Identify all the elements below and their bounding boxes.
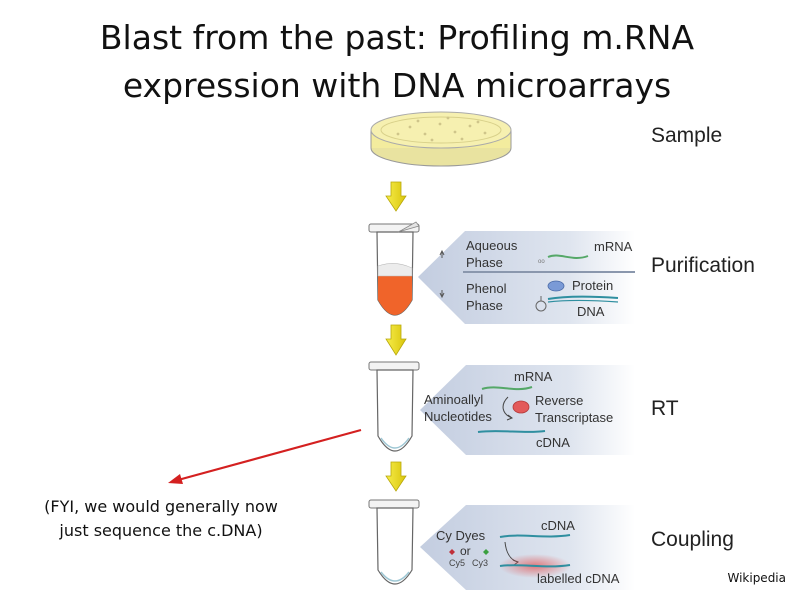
dna-strand <box>547 295 619 300</box>
mrna-strand <box>547 254 589 259</box>
yellow-down-arrow-1 <box>385 181 407 212</box>
fyi-note-line-1: (FYI, we would generally now <box>44 497 278 516</box>
cdna-label-coupling: cDNA <box>541 518 575 533</box>
step-label-coupling: Coupling <box>651 528 734 551</box>
phenol-label-1: Phenol <box>466 281 507 296</box>
aminoallyl-label-2: Nucleotides <box>424 409 492 424</box>
cdna-label-rt: cDNA <box>536 435 570 450</box>
cy5-label: Cy5 <box>449 558 465 568</box>
phenol-molecule-icon <box>535 296 547 312</box>
reverse-transcriptase-blob <box>512 400 530 414</box>
red-annotation-arrow <box>168 428 362 484</box>
slide-title: Blast from the past: Profiling m.RNA exp… <box>0 14 794 110</box>
rt-panel: mRNA Aminoallyl Nucleotides Reverse Tran… <box>420 365 635 455</box>
tube-coupling <box>368 499 420 585</box>
step-label-sample: Sample <box>651 124 723 147</box>
aminoallyl-label-1: Aminoallyl <box>424 392 483 407</box>
yellow-down-arrow-2 <box>385 324 407 356</box>
cy-dyes-label: Cy Dyes <box>436 528 486 543</box>
title-line-1: Blast from the past: Profiling m.RNA <box>99 18 695 57</box>
credit-wikipedia: Wikipedia <box>727 571 786 585</box>
or-label: or <box>460 544 471 558</box>
tube-rt <box>368 361 420 452</box>
protein-blob <box>547 280 565 292</box>
phenol-label-2: Phase <box>466 298 503 313</box>
cy5-dye-icon <box>449 549 455 555</box>
purification-panel: Aqueous Phase Phenol Phase mRNA oo Prote… <box>418 231 635 324</box>
protein-label: Protein <box>572 278 613 293</box>
step-label-purification: Purification <box>651 254 755 277</box>
mrna-label-rt: mRNA <box>514 369 553 384</box>
coupling-panel: cDNA Cy Dyes or Cy5 Cy3 labelled cDNA <box>420 505 635 590</box>
step-label-rt: RT <box>651 397 679 420</box>
cy3-dye-icon <box>483 549 489 555</box>
aqueous-label-1: Aqueous <box>466 238 518 253</box>
labelled-cdna-label: labelled cDNA <box>537 571 620 586</box>
svg-text:oo: oo <box>538 259 545 265</box>
dna-label: DNA <box>577 304 605 319</box>
aqueous-label-2: Phase <box>466 255 503 270</box>
mrna-label-purification: mRNA <box>594 239 633 254</box>
tube-purification <box>368 221 420 316</box>
yellow-down-arrow-3 <box>385 461 407 492</box>
reverse-label-2: Transcriptase <box>535 410 613 425</box>
reverse-label-1: Reverse <box>535 393 583 408</box>
petri-dish <box>370 111 512 167</box>
cy3-label: Cy3 <box>472 558 488 568</box>
title-line-2: expression with DNA microarrays <box>122 66 672 105</box>
fyi-note: (FYI, we would generally now just sequen… <box>6 495 316 543</box>
fyi-note-line-2: just sequence the c.DNA) <box>59 521 263 540</box>
